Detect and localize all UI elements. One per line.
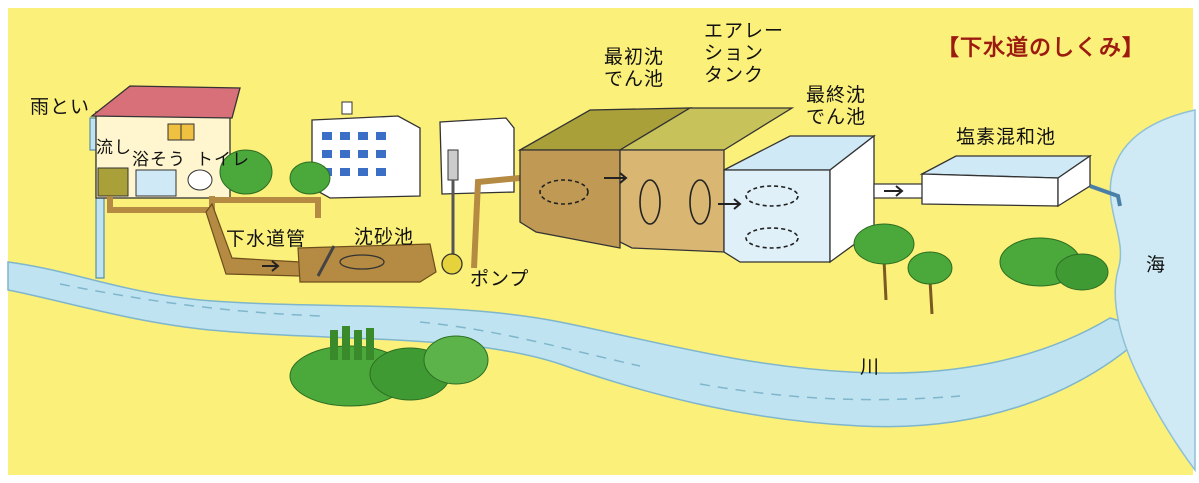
- sea: [1109, 109, 1196, 473]
- final-sedimentation-tank: [723, 134, 876, 264]
- flow-arrow-3: [718, 198, 742, 210]
- coast-bush-2: [1055, 253, 1109, 291]
- pump-riser-pipe: [471, 175, 521, 269]
- flow-arrow-4: [884, 185, 904, 197]
- office-drain-pipe: [212, 197, 321, 218]
- pump: [441, 253, 463, 275]
- label-toilet: トイレ: [196, 150, 250, 170]
- label-aeration-tank: エアレー ション タンク: [704, 20, 785, 86]
- label-final-tank: 最終沈 でん池: [806, 84, 867, 128]
- label-bathtub: 浴そう: [132, 150, 186, 170]
- house: [90, 85, 241, 199]
- riverside-grove: [289, 326, 489, 407]
- label-sea: 海: [1146, 254, 1167, 276]
- label-primary-tank: 最初沈 でん池: [604, 46, 665, 90]
- grit-chamber: [297, 243, 437, 283]
- flow-arrow-2: [604, 172, 628, 184]
- chlorine-contact-tank: [919, 154, 1093, 208]
- label-sink: 流し: [96, 138, 132, 158]
- grit-chamber-flow: [339, 254, 385, 270]
- office-building: [311, 101, 421, 199]
- label-chlorine-tank: 塩素混和池: [956, 126, 1057, 148]
- palm-tree-1: [853, 223, 915, 301]
- diagram-title: 【下水道のしくみ】: [937, 36, 1145, 61]
- grit-screen: [316, 245, 336, 277]
- label-grit-chamber: 沈砂池: [354, 226, 415, 248]
- label-river: 川: [860, 356, 881, 378]
- flow-arrow-1: [262, 260, 280, 272]
- primary-sedimentation-tank: [517, 107, 693, 249]
- aeration-tank: [617, 107, 795, 253]
- pump-house: [439, 117, 515, 262]
- outfall-pipe: [1089, 184, 1122, 207]
- palm-tree-2: [907, 251, 953, 315]
- label-pump: ポンプ: [470, 268, 530, 290]
- house-bush: [219, 149, 273, 195]
- label-sewer-pipe: 下水道管: [226, 228, 307, 250]
- office-bush: [289, 161, 331, 195]
- river-ripples: [59, 283, 961, 401]
- label-rain-gutter: 雨とい: [30, 96, 91, 118]
